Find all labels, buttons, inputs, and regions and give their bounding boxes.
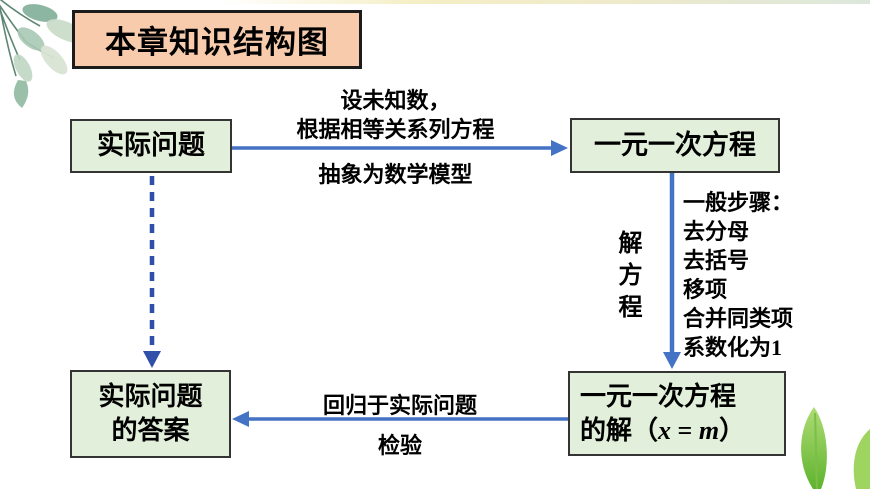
node-answer-line1: 实际问题 bbox=[98, 382, 203, 412]
node-linear-equation-label: 一元一次方程 bbox=[594, 129, 756, 160]
node-linear-equation: 一元一次方程 bbox=[570, 118, 780, 173]
node-solution-line2-prefix: 的解（ bbox=[580, 415, 659, 445]
edge-label-set-unknowns: 设未知数， bbox=[340, 88, 451, 113]
leaf-decoration-bottom-right bbox=[801, 407, 870, 489]
node-solution-line2-suffix: ） bbox=[719, 415, 746, 445]
node-solution-line1: 一元一次方程 bbox=[580, 381, 737, 411]
step-remove-denominators: 去分母 bbox=[683, 219, 750, 244]
edge-label-check: 检验 bbox=[377, 433, 422, 458]
page-title-text: 本章知识结构图 bbox=[105, 25, 329, 60]
leaf-decoration-top-left bbox=[0, 0, 86, 108]
edge-label-solve-equation: 解方程 bbox=[618, 231, 643, 321]
edge-label-abstract-to-model: 抽象为数学模型 bbox=[318, 162, 473, 187]
solution-variable-x: x bbox=[658, 415, 672, 445]
node-equation-solution: 一元一次方程 的解（x = m） bbox=[568, 371, 786, 456]
node-answer-line2: 的答案 bbox=[111, 416, 190, 445]
node-solution-line2: 的解（x = m） bbox=[580, 414, 745, 448]
edge-label-formulate-equation: 根据相等关系列方程 bbox=[296, 117, 495, 142]
edge-label-abstract-above: 设未知数， 根据相等关系列方程 bbox=[248, 86, 543, 144]
arrow-equation-to-solution bbox=[663, 172, 681, 369]
step-combine-like-terms: 合并同类项 bbox=[683, 306, 794, 331]
step-remove-brackets: 去括号 bbox=[683, 248, 750, 273]
top-edge-decoration bbox=[220, 0, 870, 4]
arrow-solution-to-answer bbox=[232, 411, 568, 427]
solution-value-m: m bbox=[698, 415, 720, 445]
page-title: 本章知识结构图 bbox=[72, 10, 362, 69]
step-coefficient-to-one: 系数化为1 bbox=[683, 335, 783, 360]
step-move-terms: 移项 bbox=[683, 277, 728, 302]
solution-equals-sign: = bbox=[671, 415, 699, 445]
steps-heading: 一般步骤： bbox=[683, 190, 794, 215]
node-answer-to-problem: 实际问题 的答案 bbox=[70, 370, 231, 458]
node-actual-problem-label: 实际问题 bbox=[97, 130, 205, 161]
node-actual-problem: 实际问题 bbox=[70, 119, 232, 173]
edge-label-return-to-problem: 回归于实际问题 bbox=[322, 393, 477, 418]
arrow-problem-to-equation bbox=[232, 140, 568, 156]
arrow-problem-to-answer-dashed bbox=[143, 176, 161, 368]
solution-steps-list: 一般步骤： 去分母 去括号 移项 合并同类项 系数化为1 bbox=[683, 188, 868, 362]
